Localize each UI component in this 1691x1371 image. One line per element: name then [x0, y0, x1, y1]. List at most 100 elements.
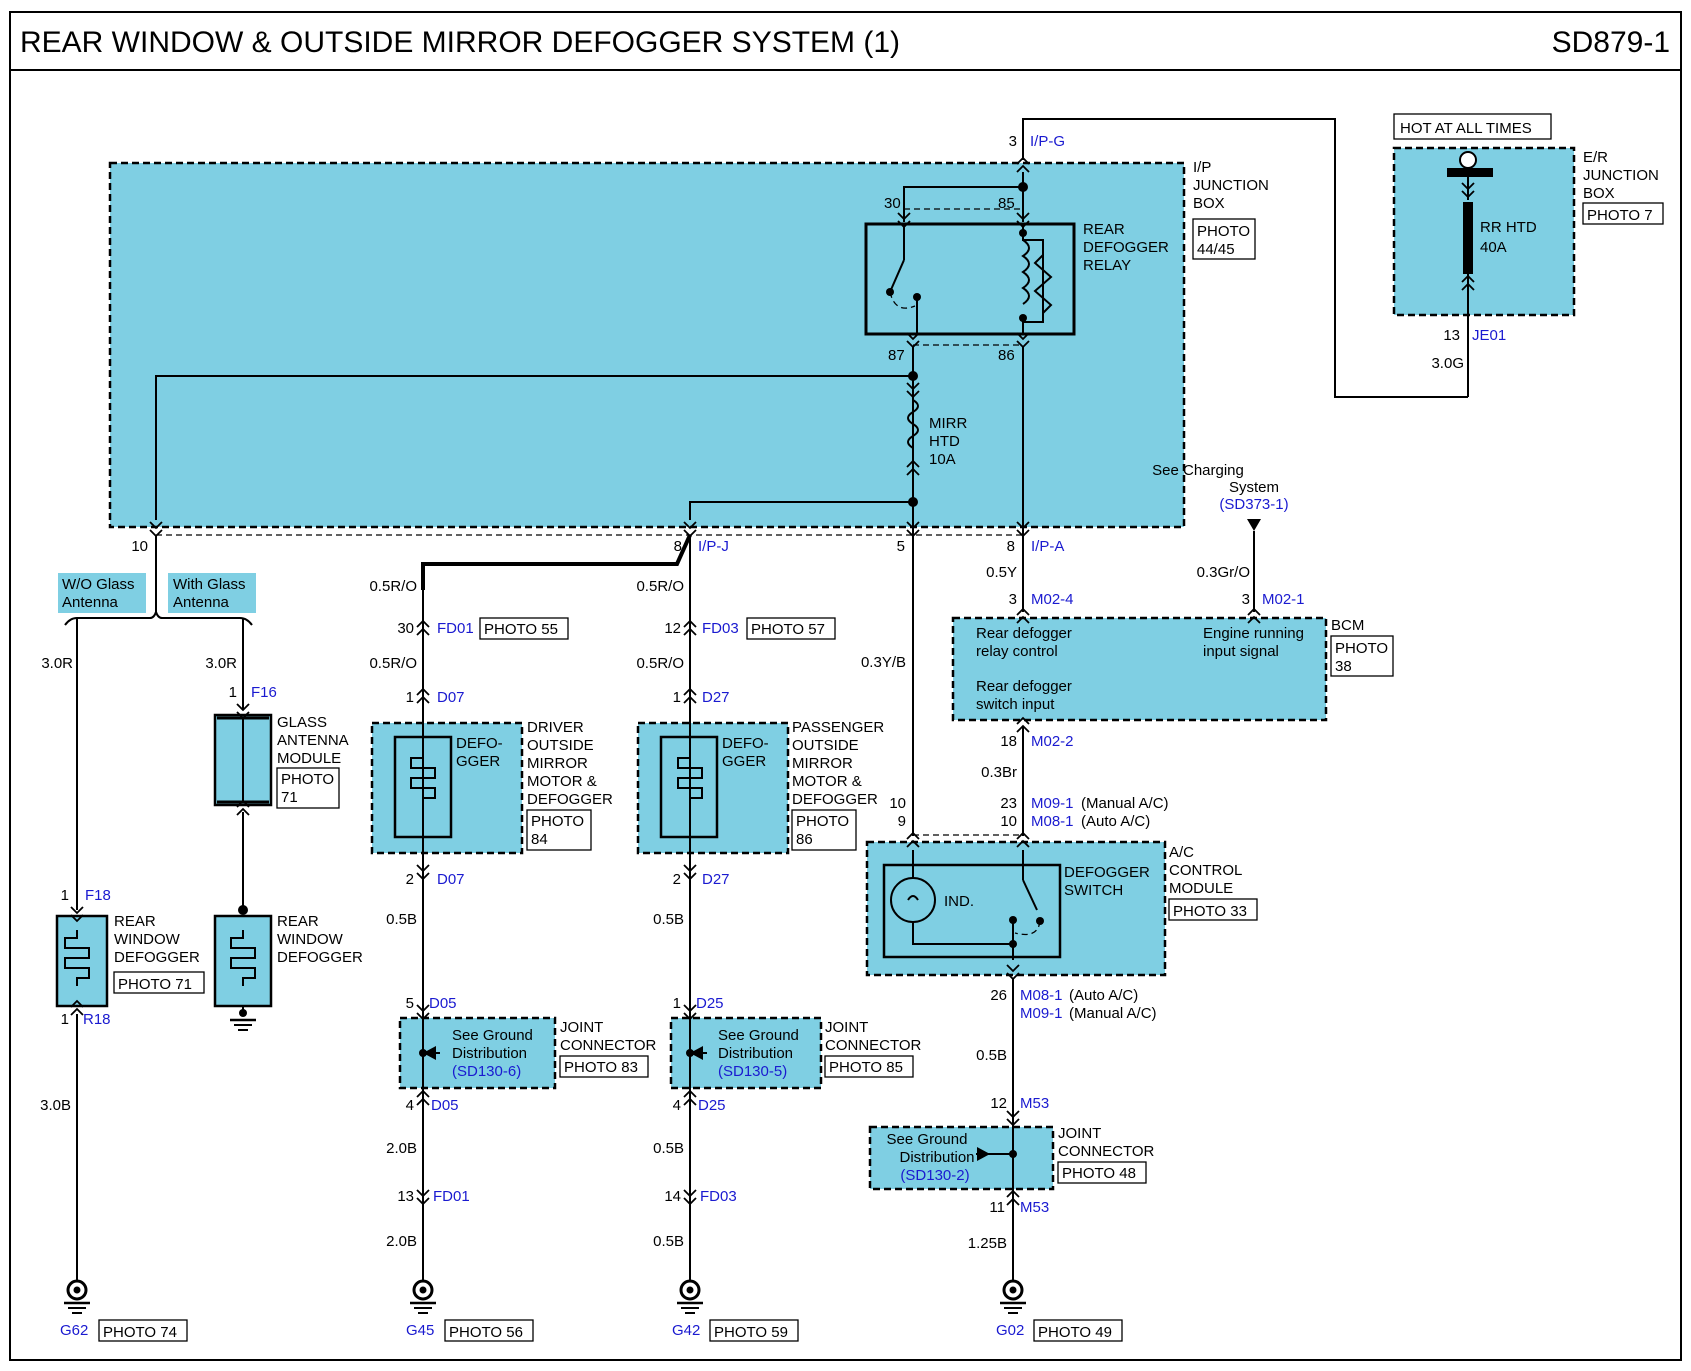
driver-conn-2: D07	[437, 689, 465, 706]
right-defogger-label-2: WINDOW	[277, 931, 344, 948]
ac-joint-connector-box	[868, 1125, 1055, 1191]
glass-conn: F16	[251, 684, 277, 701]
pass-jc-ref[interactable]: (SD130-5)	[718, 1063, 787, 1080]
driver-photo-1: PHOTO 55	[484, 621, 558, 638]
left-ground-id: G62	[60, 1322, 88, 1339]
ac-label-3: MODULE	[1169, 880, 1233, 897]
left-defogger-label-3: DEFOGGER	[114, 949, 200, 966]
ac-pin-3: 26	[990, 987, 1007, 1004]
relay-label-3: RELAY	[1083, 257, 1131, 274]
bcm-wire-1: 0.5Y	[986, 564, 1017, 581]
pass-conn-5: D25	[698, 1097, 726, 1114]
bcm-wire-3: 0.3Br	[981, 764, 1017, 781]
pass-conn-1: FD03	[702, 620, 739, 637]
bcm-label: BCM	[1331, 617, 1364, 634]
bcm-box	[951, 616, 1328, 722]
ac-control-module-box	[865, 840, 1167, 977]
ac-jc-ref[interactable]: (SD130-2)	[900, 1167, 969, 1184]
ac-jc-text-2: Distribution	[899, 1149, 974, 1166]
left-defogger-photo: PHOTO 71	[118, 976, 192, 993]
bcm-text-3: Engine running	[1203, 625, 1304, 642]
driver-label-3: MIRROR	[527, 755, 588, 772]
pass-wire-4: 0.5B	[653, 1140, 684, 1157]
pass-pin-4: 1	[673, 995, 681, 1012]
driver-defogger-label-2: GGER	[456, 753, 500, 770]
driver-label-5: DEFOGGER	[527, 791, 613, 808]
ip-conn-j: I/P-J	[698, 538, 729, 555]
bcm-conn-3: M02-2	[1031, 733, 1074, 750]
ac-photo: PHOTO 33	[1173, 903, 1247, 920]
pass-jc-label-1: JOINT	[825, 1019, 868, 1036]
ac-note-1: (Manual A/C)	[1081, 795, 1169, 812]
pass-pin-5: 4	[673, 1097, 681, 1114]
relay-pin-30: 30	[884, 195, 901, 212]
er-conn: JE01	[1472, 327, 1506, 344]
driver-wire-4: 2.0B	[386, 1140, 417, 1157]
ground-g62	[62, 1279, 92, 1315]
ac-ground-id: G02	[996, 1322, 1024, 1339]
left-ground-photo: PHOTO 74	[103, 1324, 177, 1341]
ip-photo-2: 44/45	[1197, 241, 1235, 258]
pass-label-4: MOTOR &	[792, 773, 862, 790]
pass-photo-1: PHOTO 57	[751, 621, 825, 638]
pass-label-5: DEFOGGER	[792, 791, 878, 808]
pass-label-3: MIRROR	[792, 755, 853, 772]
driver-wire-3: 0.5B	[386, 911, 417, 928]
driver-jc-label-1: JOINT	[560, 1019, 603, 1036]
ac-jc-text-1: See Ground	[887, 1131, 968, 1148]
left-pin-bot: 1	[61, 1011, 69, 1028]
right-defogger-label-1: REAR	[277, 913, 319, 930]
defogger-switch-label-2: SWITCH	[1064, 882, 1123, 899]
er-pin: 13	[1443, 327, 1460, 344]
pass-wire-2: 0.5R/O	[636, 655, 684, 672]
ac-pin-2: 10	[1000, 813, 1017, 830]
charging-label-2: System	[1229, 479, 1279, 496]
ac-conn-5: M53	[1020, 1095, 1049, 1112]
driver-photo-label-1: PHOTO	[531, 813, 584, 830]
pass-defogger-label-1: DEFO-	[722, 735, 769, 752]
glass-module-label-3: MODULE	[277, 750, 341, 767]
left-wire-2: 3.0B	[40, 1097, 71, 1114]
ac-note-4: (Manual A/C)	[1069, 1005, 1157, 1022]
pass-defogger-label-2: GGER	[722, 753, 766, 770]
mirr-fuse-label-2: HTD	[929, 433, 960, 450]
pass-pin-2: 1	[673, 689, 681, 706]
pass-wire-3: 0.5B	[653, 911, 684, 928]
ip-photo-1: PHOTO	[1197, 223, 1250, 240]
driver-conn-6: FD01	[433, 1188, 470, 1205]
left-pin-top: 1	[61, 887, 69, 904]
left-conn-bot: R18	[83, 1011, 111, 1028]
relay-pin-85: 85	[998, 195, 1015, 212]
defogger-switch	[882, 863, 1062, 959]
driver-pin-3: 2	[406, 871, 414, 888]
bcm-text-2: relay control	[976, 643, 1058, 660]
hot-at-all-times-text: HOT AT ALL TIMES	[1400, 120, 1532, 137]
driver-pin-5: 4	[406, 1097, 414, 1114]
driver-label-4: MOTOR &	[527, 773, 597, 790]
driver-conn-5: D05	[431, 1097, 459, 1114]
driver-mirror-box	[370, 721, 524, 855]
pass-label-2: OUTSIDE	[792, 737, 859, 754]
hot-at-all-times-label	[1393, 113, 1552, 140]
driver-defogger-label-1: DEFO-	[456, 735, 503, 752]
with-glass-antenna-2: Antenna	[173, 594, 230, 611]
driver-jc-ref[interactable]: (SD130-6)	[452, 1063, 521, 1080]
rear-defogger-relay	[864, 222, 1076, 336]
driver-jc-text-2: Distribution	[452, 1045, 527, 1062]
pass-wire-1: 0.5R/O	[636, 578, 684, 595]
charging-ref[interactable]: (SD373-1)	[1219, 496, 1288, 513]
ip-pin-8j: 8	[674, 538, 682, 555]
pass-jc-text-2: Distribution	[718, 1045, 793, 1062]
pass-pin-1: 12	[664, 620, 681, 637]
left-defogger-label-2: WINDOW	[114, 931, 181, 948]
pass-jc-label-2: CONNECTOR	[825, 1037, 922, 1054]
driver-pin-1: 30	[397, 620, 414, 637]
glass-wire-1: 3.0R	[205, 655, 237, 672]
driver-jc-text-1: See Ground	[452, 1027, 533, 1044]
driver-conn-3: D07	[437, 871, 465, 888]
rr-htd-fuse	[1463, 202, 1473, 274]
passenger-mirror-box	[636, 721, 790, 855]
pass-conn-2: D27	[702, 689, 730, 706]
page-title: REAR WINDOW & OUTSIDE MIRROR DEFOGGER SY…	[20, 26, 900, 59]
